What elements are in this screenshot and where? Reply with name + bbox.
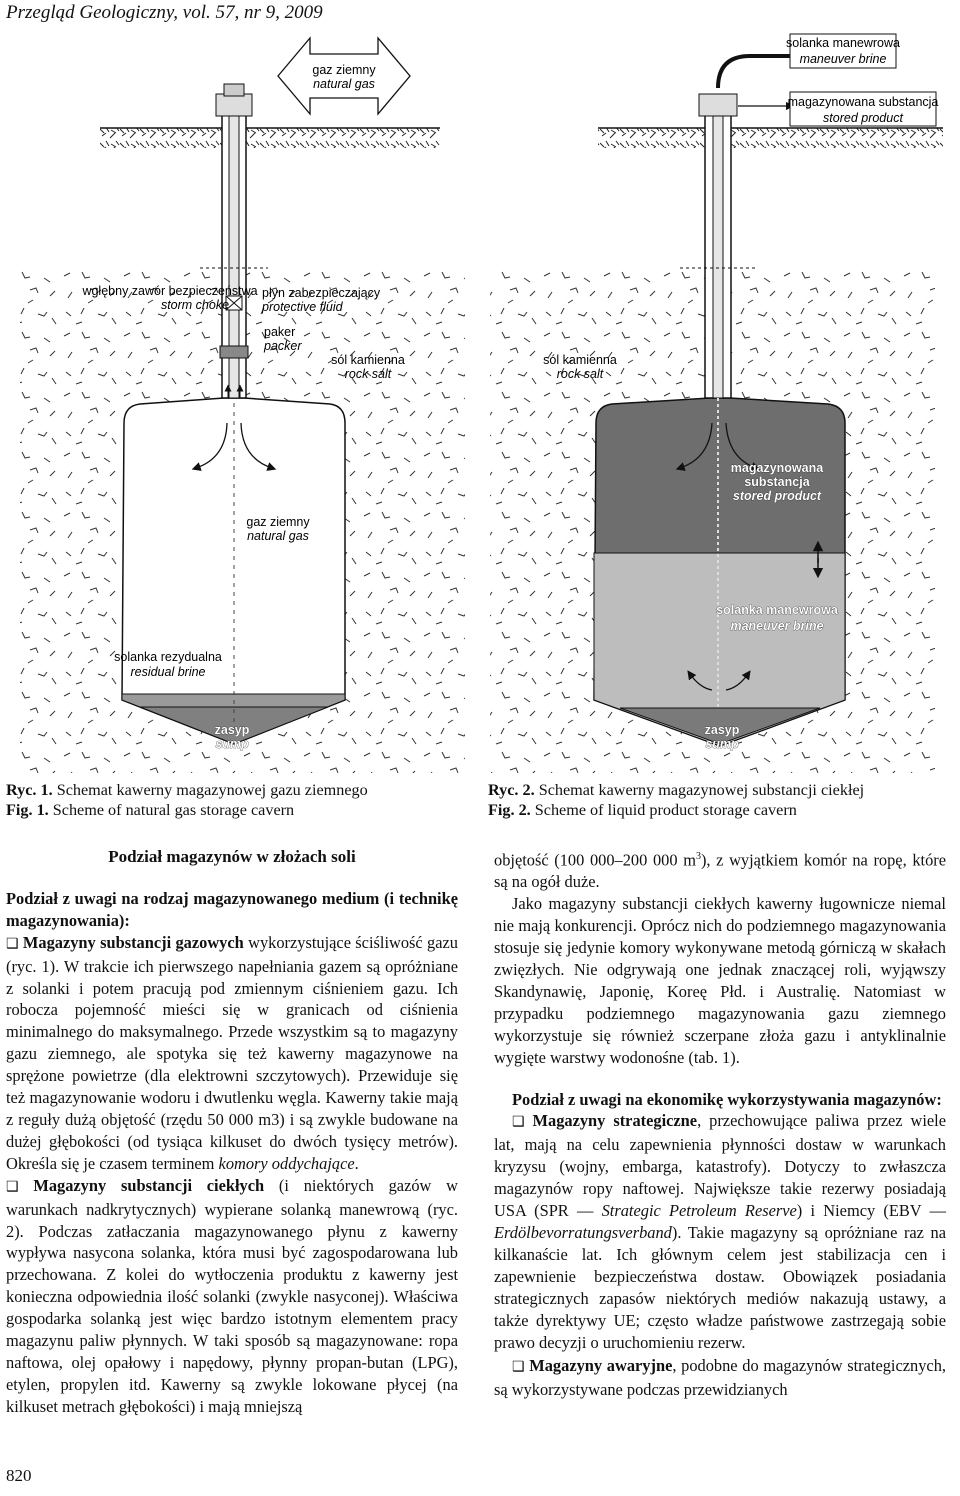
sump-2 <box>619 707 821 745</box>
journal-header: Przegląd Geologiczny, vol. 57, nr 9, 200… <box>6 2 323 23</box>
residual-brine-label-en: residual brine <box>130 665 205 679</box>
packer-label: paker <box>264 325 295 339</box>
figure-1-caption: Ryc. 1. Schemat kawerny magazynowej gazu… <box>6 781 368 819</box>
sump-label-2-en: sump <box>705 737 739 751</box>
right-column: objętość (100 000–200 000 m3), z wyjątki… <box>494 846 946 1401</box>
page-number: 820 <box>6 1466 32 1485</box>
stored-label-en: stored product <box>823 111 903 125</box>
cavern-schemes-figure: gaz ziemny natural gas solanka manewrowa… <box>20 33 943 773</box>
paragraph-strategic: ❑ Magazyny strategiczne, przechowujące p… <box>494 1111 946 1352</box>
checkbox-bullet-icon: ❑ <box>512 1360 525 1376</box>
section-heading: Podział magazynów w złożach soli <box>108 847 356 866</box>
paragraph-liquid-storage: ❑ Magazyny substancji ciekłych (i niektó… <box>6 1175 458 1416</box>
maneuver-label: solanka manewrowa <box>786 36 900 50</box>
protective-fluid-label-en: protective fluid <box>261 300 344 314</box>
sump-label-1: zasyp <box>215 723 250 737</box>
natural-gas-label-en: natural gas <box>247 529 309 543</box>
maneuver-brine-layer <box>593 552 846 747</box>
paragraph-emergency: ❑ Magazyny awaryjne, podobne do magazynó… <box>494 1356 946 1400</box>
residual-brine-label: solanka rezydualna <box>114 650 222 664</box>
paragraph-continued: objętość (100 000–200 000 m3), z wyjątki… <box>494 850 946 892</box>
rock-salt-label-2: sól kamienna <box>543 353 617 367</box>
stored-product-label-2: substancja <box>744 475 810 489</box>
rock-salt-label-1: sól kamienna <box>331 353 405 367</box>
packer-label-en: packer <box>263 339 302 353</box>
gas-cavern <box>121 397 346 745</box>
storm-choke-label: wgłębny zawór bezpieczeństwa <box>81 284 257 298</box>
subsection-heading-medium: Podział z uwagi na rodzaj magazynowanego… <box>6 888 458 930</box>
storm-choke-label-en: storm choke <box>161 298 229 312</box>
sump-label-1-en: sump <box>215 737 249 751</box>
ground-surface-right <box>598 128 943 148</box>
paragraph-gas-storage: ❑ Magazyny substancji gazowych wykorzyst… <box>6 932 458 1173</box>
gas-top-label-en: natural gas <box>313 77 375 91</box>
maneuver-label-en: maneuver brine <box>800 52 887 66</box>
gas-arrow-icon <box>277 36 411 116</box>
stored-product-label: magazynowana <box>731 461 824 475</box>
sump-1 <box>139 706 329 745</box>
figure-2-caption: Ryc. 2. Schemat kawerny magazynowej subs… <box>488 781 865 819</box>
stored-product-label-en: stored product <box>733 489 822 503</box>
rock-salt-label-2-en: rock salt <box>557 367 604 381</box>
checkbox-bullet-icon: ❑ <box>6 936 19 952</box>
subsection-heading-economics: Podział z uwagi na ekonomikę wykorzystyw… <box>512 1089 942 1109</box>
gas-top-label: gaz ziemny <box>312 63 376 77</box>
protective-fluid-label: płyn zabezpieczający <box>262 286 381 300</box>
sump-label-2: zasyp <box>705 723 740 737</box>
maneuver-brine-label: solanka manewrowa <box>716 603 839 617</box>
left-column: Podział magazynów w złożach soli Podział… <box>6 846 458 1418</box>
ground-surface-left <box>100 128 440 148</box>
stored-label: magazynowana substancja <box>788 95 939 109</box>
natural-gas-label: gaz ziemny <box>246 515 310 529</box>
paragraph-liquid-caverns: Jako magazyny substancji ciekłych kawern… <box>494 894 946 1067</box>
maneuver-brine-label-en: maneuver brine <box>730 619 823 633</box>
checkbox-bullet-icon: ❑ <box>6 1179 19 1195</box>
checkbox-bullet-icon: ❑ <box>512 1115 525 1131</box>
rock-salt-label-1-en: rock salt <box>345 367 392 381</box>
